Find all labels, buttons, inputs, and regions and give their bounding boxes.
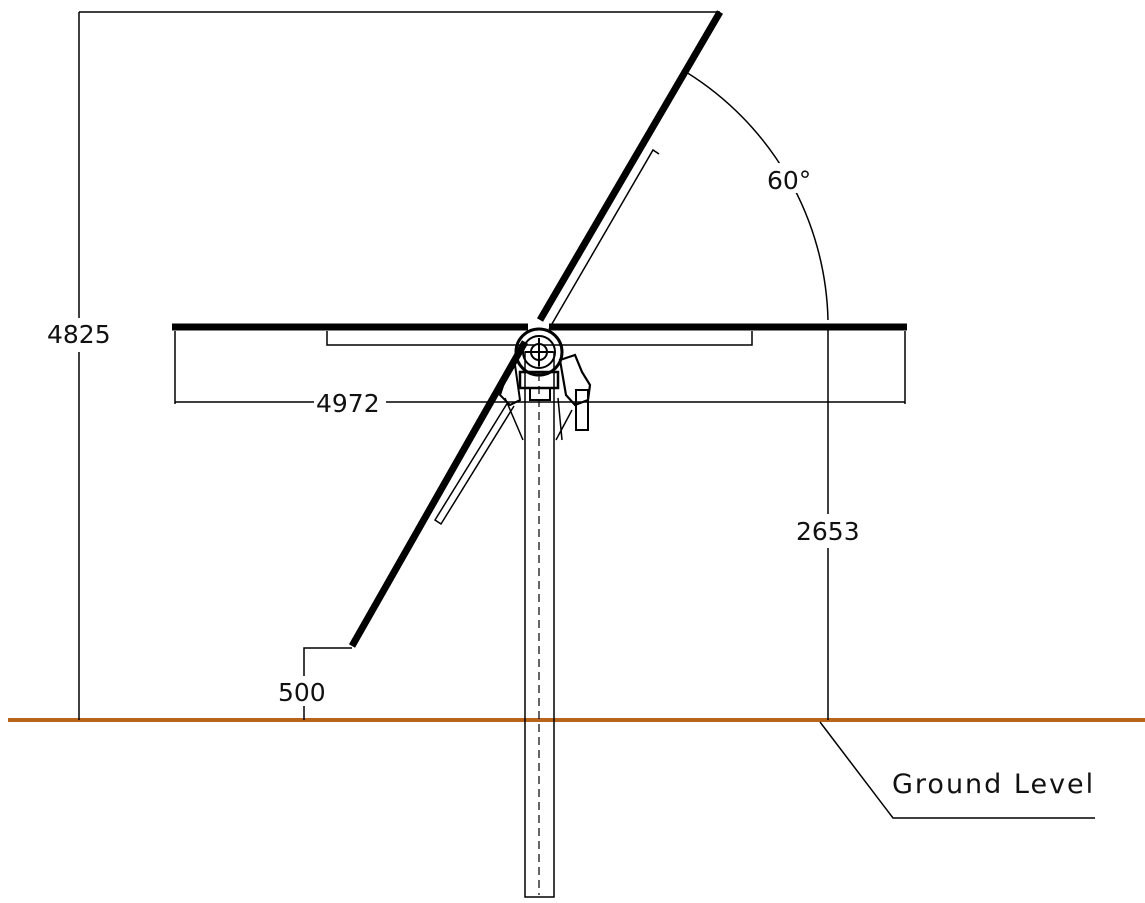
dim-tilt-angle-value: 60° [767, 166, 811, 195]
dim-total-height: 4825 [40, 11, 720, 720]
dim-min-clearance-value: 500 [278, 678, 326, 707]
ground-level-callout: Ground Level [819, 721, 1095, 819]
panel-tilted [348, 10, 724, 648]
dim-axis-height: 2653 [794, 327, 866, 720]
dim-tilt-angle: 60° [685, 71, 829, 321]
post [524, 351, 555, 898]
dim-axis-height-value: 2653 [796, 517, 860, 546]
dim-panel-width-value: 4972 [316, 389, 380, 418]
dim-total-height-value: 4825 [47, 320, 111, 349]
dim-panel-width: 4972 [174, 331, 906, 418]
ground-level-label: Ground Level [892, 769, 1095, 800]
dim-min-clearance: 500 [276, 647, 352, 720]
slew-drive [498, 327, 592, 441]
